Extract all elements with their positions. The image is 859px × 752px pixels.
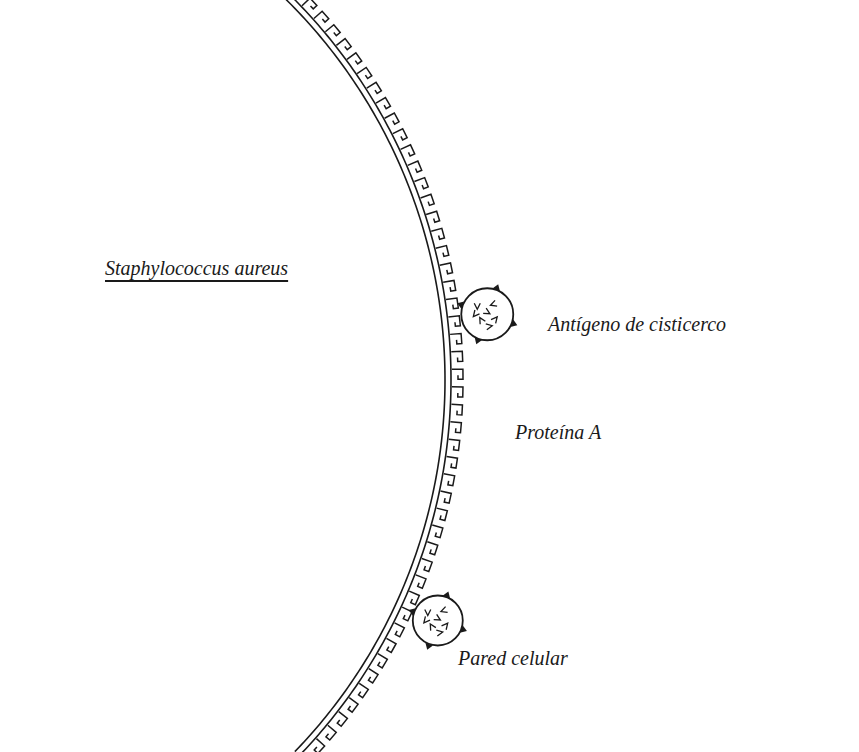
antigen-mark [440, 607, 448, 615]
protein-a-symbol [393, 129, 407, 143]
protein-a-symbol [314, 11, 329, 26]
protein-a-symbol [424, 542, 438, 555]
protein-a-symbol [333, 712, 348, 727]
protein-a-symbol [367, 82, 382, 96]
protein-a-symbol [401, 145, 415, 159]
protein-a-symbol [357, 67, 372, 81]
antigen-particle [456, 283, 519, 346]
protein-a-row [290, 0, 463, 752]
protein-a-symbol [440, 263, 453, 275]
protein-a-symbol [310, 739, 325, 752]
antigen-mark [477, 316, 485, 324]
protein-a-symbol [450, 422, 462, 433]
protein-a-symbol [436, 246, 449, 258]
antigen-mark [474, 303, 480, 309]
protein-a-symbol [429, 525, 442, 538]
protein-a-symbol [385, 113, 399, 127]
protein-a-symbol [336, 39, 351, 54]
protein-a-symbol [343, 698, 358, 713]
protein-a-symbol [376, 98, 391, 112]
protein-a-symbol [450, 334, 462, 345]
protein-a-symbol [398, 607, 412, 621]
protein-a-symbol [442, 474, 455, 486]
protein-a-symbol [418, 558, 432, 571]
antigen-mark [483, 308, 491, 316]
protein-a-symbol [321, 725, 336, 740]
protein-a-symbol [448, 439, 460, 450]
protein-a-symbol [354, 683, 369, 697]
antigen-mark [491, 315, 499, 323]
protein-a-symbol [290, 0, 305, 1]
antigen-mark [471, 310, 479, 318]
antigen-spike [443, 590, 453, 598]
protein-a-symbol [443, 280, 456, 292]
protein-a-symbol [448, 316, 460, 327]
protein-a-symbol [414, 178, 428, 191]
protein-a-symbol [373, 654, 388, 668]
antigen-particle [407, 590, 468, 651]
organism-label: Staphylococcus aureus [105, 256, 288, 280]
antigen-spike [492, 283, 502, 291]
antigen-spike [510, 319, 518, 329]
protein-a-symbol [325, 25, 340, 40]
protein-a-symbol [412, 575, 426, 588]
protein-a-symbol [451, 351, 462, 361]
protein-a-symbol [434, 508, 447, 520]
antigen-mark [428, 622, 436, 630]
antigen-mark [489, 300, 497, 308]
antigen-spike [456, 300, 464, 310]
protein-a-symbol [445, 457, 457, 469]
antigen-mark [425, 610, 431, 616]
protein-a-symbol [421, 194, 435, 207]
protein-a-symbol [452, 369, 463, 379]
protein-a-symbol [363, 669, 378, 683]
protein-a-symbol [382, 638, 396, 652]
antigen-spike [460, 625, 468, 635]
antigen-mark [442, 621, 450, 629]
antigen-outline [413, 596, 463, 646]
antigen-mark [436, 629, 443, 636]
protein-a-symbol [390, 623, 404, 637]
protein-a-symbol [426, 211, 439, 224]
antigen-outline [461, 288, 513, 340]
antigen-mark [422, 616, 430, 624]
protein-a-symbol [408, 161, 422, 174]
protein-a-symbol [431, 228, 444, 241]
part-label: Antígeno de cisticerco [548, 312, 726, 336]
antigen-spike [423, 643, 433, 651]
protein-a-symbol [451, 404, 463, 415]
part-label: Proteína A [515, 420, 601, 444]
antigen-mark [486, 323, 493, 330]
protein-a-symbol [446, 298, 458, 309]
antigen-spike [473, 337, 483, 345]
antigen-spike [407, 606, 415, 616]
protein-a-symbol [405, 591, 419, 605]
protein-a-symbol [302, 0, 317, 13]
antigen-mark [434, 614, 442, 622]
protein-a-symbol [452, 387, 463, 397]
protein-a-symbol [347, 53, 362, 68]
part-label: Pared celular [458, 646, 568, 670]
protein-a-symbol [438, 491, 451, 503]
